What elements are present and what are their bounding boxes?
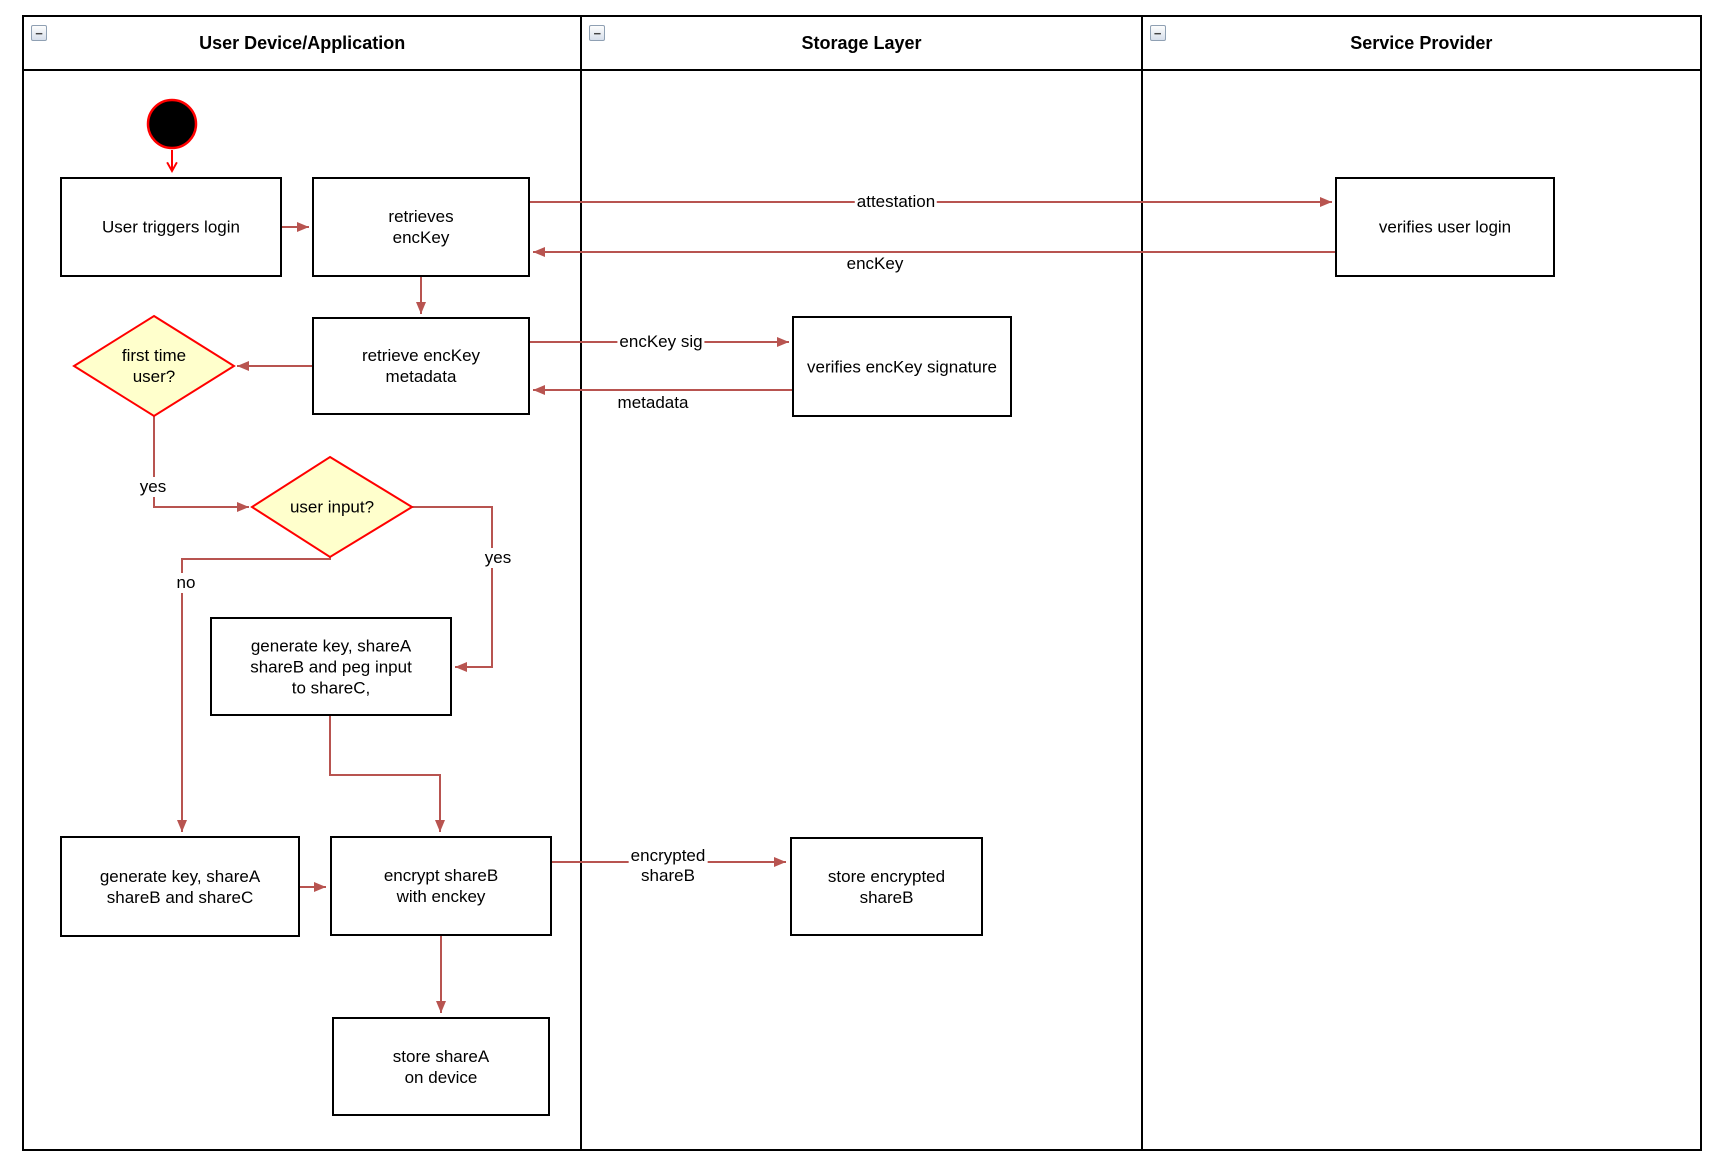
node-store-encrypted-shareb-label: store encrypted shareB <box>827 866 946 907</box>
node-generate-key-sharec-label: generate key, shareA shareB and shareC <box>99 866 261 907</box>
lane-title-user-device: User Device/Application <box>199 32 406 53</box>
node-store-encrypted-shareb[interactable]: store encrypted shareB <box>790 837 983 936</box>
edge-label-metadata: metadata <box>617 393 689 412</box>
node-retrieve-enckey-metadata-label: retrieve encKey metadata <box>361 346 481 386</box>
node-store-sharea[interactable]: store shareA on device <box>332 1017 550 1116</box>
node-encrypt-shareb-label: encrypt shareB with enckey <box>383 866 499 906</box>
node-retrieve-enckey-metadata[interactable]: retrieve encKey metadata <box>312 317 530 415</box>
edge-label-enckey: encKey <box>846 254 904 273</box>
node-verifies-enckey-signature-label: verifies encKey signature <box>807 357 997 376</box>
lane-header-service-provider: − Service Provider <box>1142 17 1700 71</box>
collapse-icon[interactable]: − <box>589 25 606 41</box>
decision-first-time-user[interactable] <box>72 314 236 418</box>
collapse-icon[interactable]: − <box>1149 25 1166 41</box>
edge-label-enckey-sig: encKey sig <box>617 332 705 352</box>
edge-label-encrypted-shareb: encrypted shareB <box>628 846 708 886</box>
lane-storage-layer: − Storage Layer <box>582 17 1143 1149</box>
node-generate-key-peg-input-label: generate key, shareA shareB and peg inpu… <box>250 636 412 697</box>
node-user-triggers-login-label: User triggers login <box>102 217 240 237</box>
collapse-icon[interactable]: − <box>31 25 47 41</box>
lane-user-device: − User Device/Application <box>24 17 583 1149</box>
decision-first-time-user-label: first time user? <box>121 346 187 386</box>
node-generate-key-peg-input[interactable]: generate key, shareA shareB and peg inpu… <box>210 617 452 716</box>
lane-header-storage-layer: − Storage Layer <box>582 17 1141 71</box>
decision-user-input[interactable] <box>250 455 414 559</box>
node-verifies-user-login[interactable]: verifies user login <box>1335 177 1555 277</box>
node-retrieves-enckey-label: retrieves encKey <box>388 207 454 247</box>
lane-header-user-device: − User Device/Application <box>24 17 581 71</box>
node-verifies-enckey-signature[interactable]: verifies encKey signature <box>792 316 1012 417</box>
edge-label-no-user-input: no <box>174 573 198 593</box>
node-user-triggers-login[interactable]: User triggers login <box>60 177 282 277</box>
lane-title-service-provider: Service Provider <box>1350 32 1493 53</box>
node-store-sharea-label: store shareA on device <box>392 1046 490 1087</box>
edge-label-attestation: attestation <box>854 192 938 212</box>
lane-title-storage-layer: Storage Layer <box>801 32 922 53</box>
edge-label-yes-first-time: yes <box>137 477 169 497</box>
lane-service-provider: − Service Provider <box>1142 17 1700 1149</box>
node-retrieves-enckey[interactable]: retrieves encKey <box>312 177 530 277</box>
node-encrypt-shareb[interactable]: encrypt shareB with enckey <box>330 836 552 936</box>
initial-state-node[interactable] <box>146 98 198 150</box>
edge-label-yes-user-input: yes <box>482 548 514 568</box>
node-verifies-user-login-label: verifies user login <box>1378 217 1512 237</box>
node-generate-key-sharec[interactable]: generate key, shareA shareB and shareC <box>60 836 300 937</box>
decision-user-input-label: user input? <box>289 497 375 517</box>
